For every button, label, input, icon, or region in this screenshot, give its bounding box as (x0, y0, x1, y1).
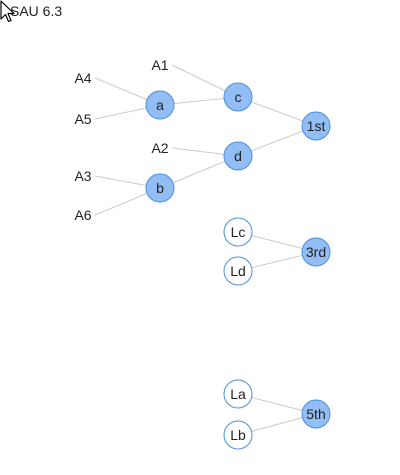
node-label-1st: 1st (307, 118, 326, 134)
label-A6: A6 (74, 207, 91, 223)
node-circle-d[interactable] (223, 141, 253, 171)
node-circle-a[interactable] (145, 90, 175, 120)
node-label-d: d (234, 148, 242, 164)
node-label-a: a (156, 97, 164, 113)
node-3rd[interactable]: 3rd (301, 237, 331, 267)
node-circle-b[interactable] (145, 173, 175, 203)
node-5th[interactable]: 5th (301, 399, 331, 429)
node-Lb[interactable]: Lb (223, 420, 253, 450)
node-label-Lc: Lc (231, 224, 246, 240)
label-A3: A3 (74, 168, 91, 184)
node-d[interactable]: d (223, 141, 253, 171)
node-a[interactable]: a (145, 90, 175, 120)
node-label-Ld: Ld (230, 263, 246, 279)
node-circle-Ld[interactable] (223, 256, 253, 286)
edges-layer (94, 64, 317, 436)
node-La[interactable]: La (223, 379, 253, 409)
node-circle-1st[interactable] (301, 111, 331, 141)
node-b[interactable]: b (145, 173, 175, 203)
label-A2: A2 (151, 140, 168, 156)
node-label-5th: 5th (306, 406, 325, 422)
node-circle-La[interactable] (223, 379, 253, 409)
arrow-cursor-icon (0, 0, 15, 23)
node-c[interactable]: c (223, 82, 253, 112)
node-label-b: b (156, 180, 164, 196)
node-label-Lb: Lb (230, 427, 246, 443)
page-title: SAU 6.3 (10, 3, 63, 19)
node-Lc[interactable]: Lc (223, 217, 253, 247)
label-A5: A5 (74, 111, 91, 127)
node-circle-3rd[interactable] (301, 237, 331, 267)
node-circle-c[interactable] (223, 82, 253, 112)
node-label-La: La (230, 386, 246, 402)
node-circle-Lc[interactable] (223, 217, 253, 247)
node-Ld[interactable]: Ld (223, 256, 253, 286)
node-1st[interactable]: 1st (301, 111, 331, 141)
label-A1: A1 (151, 57, 168, 73)
label-A4: A4 (74, 70, 91, 86)
node-label-c: c (235, 89, 242, 105)
node-label-3rd: 3rd (306, 244, 326, 260)
node-circle-5th[interactable] (301, 399, 331, 429)
node-circle-Lb[interactable] (223, 420, 253, 450)
